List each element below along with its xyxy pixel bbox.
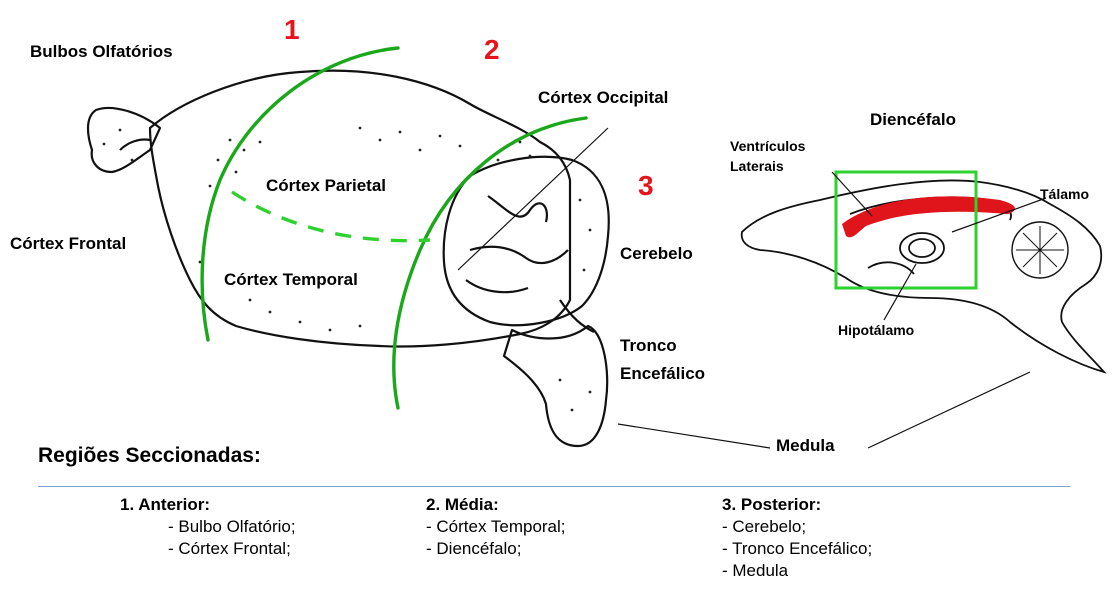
section-number-1: 1: [284, 14, 300, 46]
diencephalon-title: Diencéfalo: [870, 110, 956, 130]
region-item: - Cerebelo;: [722, 516, 872, 538]
region-head: 3. Posterior:: [722, 494, 872, 516]
label-laterais: Laterais: [730, 158, 784, 174]
region-item: - Tronco Encefálico;: [722, 538, 872, 560]
cut-line-dashed: [232, 192, 430, 241]
ventricle-shape: [842, 196, 1015, 237]
label-talamo: Tálamo: [1040, 186, 1089, 202]
region-item: - Córtex Frontal;: [120, 538, 296, 560]
label-cortex-parietal: Córtex Parietal: [266, 176, 386, 196]
label-cortex-temporal: Córtex Temporal: [224, 270, 358, 290]
label-medula: Medula: [776, 436, 835, 456]
stipple: [103, 127, 592, 412]
label-ventriculos: Ventrículos: [730, 138, 805, 154]
region-item: - Diencéfalo;: [426, 538, 566, 560]
label-hipotalamo: Hipotálamo: [838, 322, 914, 338]
region-head: 1. Anterior:: [120, 494, 296, 516]
section-number-3: 3: [638, 170, 654, 202]
label-tronco: Tronco: [620, 336, 677, 356]
cut-lines: [202, 48, 586, 408]
section-number-2: 2: [484, 34, 500, 66]
label-cortex-frontal: Córtex Frontal: [10, 234, 126, 254]
region-head: 2. Média:: [426, 494, 566, 516]
brainstem-outline: [504, 326, 607, 446]
region-item: - Medula: [722, 560, 872, 582]
region-item: - Bulbo Olfatório;: [120, 516, 296, 538]
region-column-posterior: 3. Posterior: - Cerebelo; - Tronco Encef…: [722, 494, 872, 582]
region-column-media: 2. Média: - Córtex Temporal; - Diencéfal…: [426, 494, 566, 560]
region-item: - Córtex Temporal;: [426, 516, 566, 538]
thalamus-shape: [900, 233, 944, 263]
cut-line-2: [394, 118, 586, 408]
region-column-anterior: 1. Anterior: - Bulbo Olfatório; - Córtex…: [120, 494, 296, 560]
divider: [38, 486, 1070, 487]
brain-outline: [88, 71, 609, 446]
label-encefalico: Encefálico: [620, 364, 705, 384]
cortex-outline: [150, 71, 570, 347]
label-bulbos-olfatorios: Bulbos Olfatórios: [30, 42, 173, 62]
cerebellum-outline: [444, 157, 609, 325]
label-cerebelo: Cerebelo: [620, 244, 693, 264]
label-cortex-occipital: Córtex Occipital: [538, 88, 668, 108]
regions-title: Regiões Seccionadas:: [38, 444, 261, 468]
